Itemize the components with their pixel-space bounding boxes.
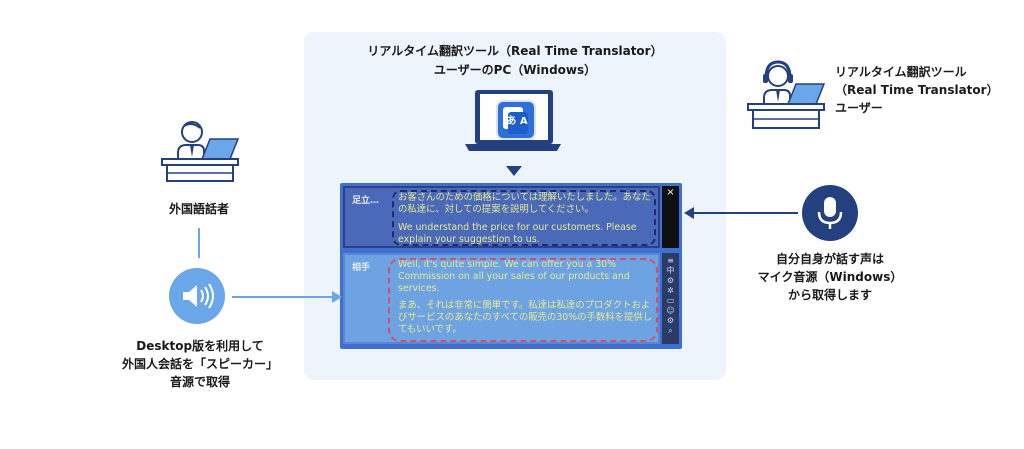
row2-text-en: Well, it's quite simple. We can offer yo… bbox=[398, 259, 630, 294]
connector-line bbox=[198, 228, 200, 258]
settings-alt-icon[interactable]: ✲ bbox=[667, 286, 674, 295]
speaker-caption: Desktop版を利用して 外国人会話を「スピーカー」 音源で取得 bbox=[100, 337, 300, 391]
app-icon-glyph: あ A bbox=[506, 116, 528, 127]
monitor-icon[interactable]: ▭ bbox=[666, 296, 675, 305]
settings-icon[interactable]: ⚙ bbox=[666, 276, 675, 285]
speaker-source-icon bbox=[169, 268, 225, 324]
translator-user-label: リアルタイム翻訳ツール （Real Time Translator） ユーザー bbox=[835, 63, 999, 117]
row2-text-ja: まあ、それは非常に簡単です。私達は私達のプロダクトおよびサービスのあなたのすべて… bbox=[398, 300, 653, 335]
mic-to-window-arrow bbox=[684, 207, 798, 219]
speaker-caption-line1: Desktop版を利用して bbox=[136, 339, 264, 353]
row1-text-ja: お客さんのための価格については理解いたしました。あなたの私達に、対しての提案を説… bbox=[398, 192, 651, 215]
language-icon[interactable]: 中 bbox=[666, 266, 675, 275]
mic-caption: 自分自身が話す声は マイク音源（Windows） から取得します bbox=[735, 250, 925, 304]
translator-app-icon: あ A bbox=[496, 100, 536, 140]
speaker-to-window-arrow bbox=[232, 291, 342, 303]
foreign-speaker-icon bbox=[161, 121, 240, 182]
mic-caption-line2: マイク音源（Windows） bbox=[757, 270, 903, 284]
gear-icon[interactable]: ⚙ bbox=[666, 316, 675, 325]
down-arrow-icon bbox=[506, 166, 522, 176]
window-side-bar-top: × bbox=[662, 186, 679, 248]
center-title-line1: リアルタイム翻訳ツール（Real Time Translator） bbox=[367, 44, 663, 58]
window-toolbar: ≡ 中 ⚙ ✲ ▭ ☺ ⚙ ⌕ bbox=[662, 253, 679, 344]
speaker-caption-line3: 音源で取得 bbox=[169, 375, 230, 389]
row1-text-en: We understand the price for our customer… bbox=[398, 222, 637, 245]
microphone-source-icon bbox=[802, 185, 858, 241]
mic-caption-line1: 自分自身が話す声は bbox=[775, 252, 884, 266]
translator-user-icon bbox=[747, 60, 826, 129]
close-button[interactable]: × bbox=[666, 187, 675, 198]
translator-user-label-line2: （Real Time Translator） bbox=[835, 83, 999, 97]
speaker-name-partner: 相手 bbox=[352, 263, 371, 273]
translator-user-label-line1: リアルタイム翻訳ツール bbox=[835, 65, 967, 79]
users-icon[interactable]: ☺ bbox=[666, 306, 675, 315]
search-icon[interactable]: ⌕ bbox=[668, 326, 673, 335]
partner-transcript-highlight bbox=[388, 258, 658, 342]
translator-user-label-line3: ユーザー bbox=[835, 101, 883, 115]
speaker-caption-line2: 外国人会話を「スピーカー」 bbox=[121, 357, 278, 371]
self-transcript-highlight bbox=[392, 190, 656, 246]
mic-caption-line3: から取得します bbox=[787, 288, 872, 302]
foreign-speaker-label: 外国語話者 bbox=[168, 202, 229, 216]
menu-icon[interactable]: ≡ bbox=[667, 256, 674, 265]
center-title-line2: ユーザーのPC（Windows） bbox=[433, 63, 597, 77]
speaker-name-self: 足立… bbox=[352, 196, 380, 206]
